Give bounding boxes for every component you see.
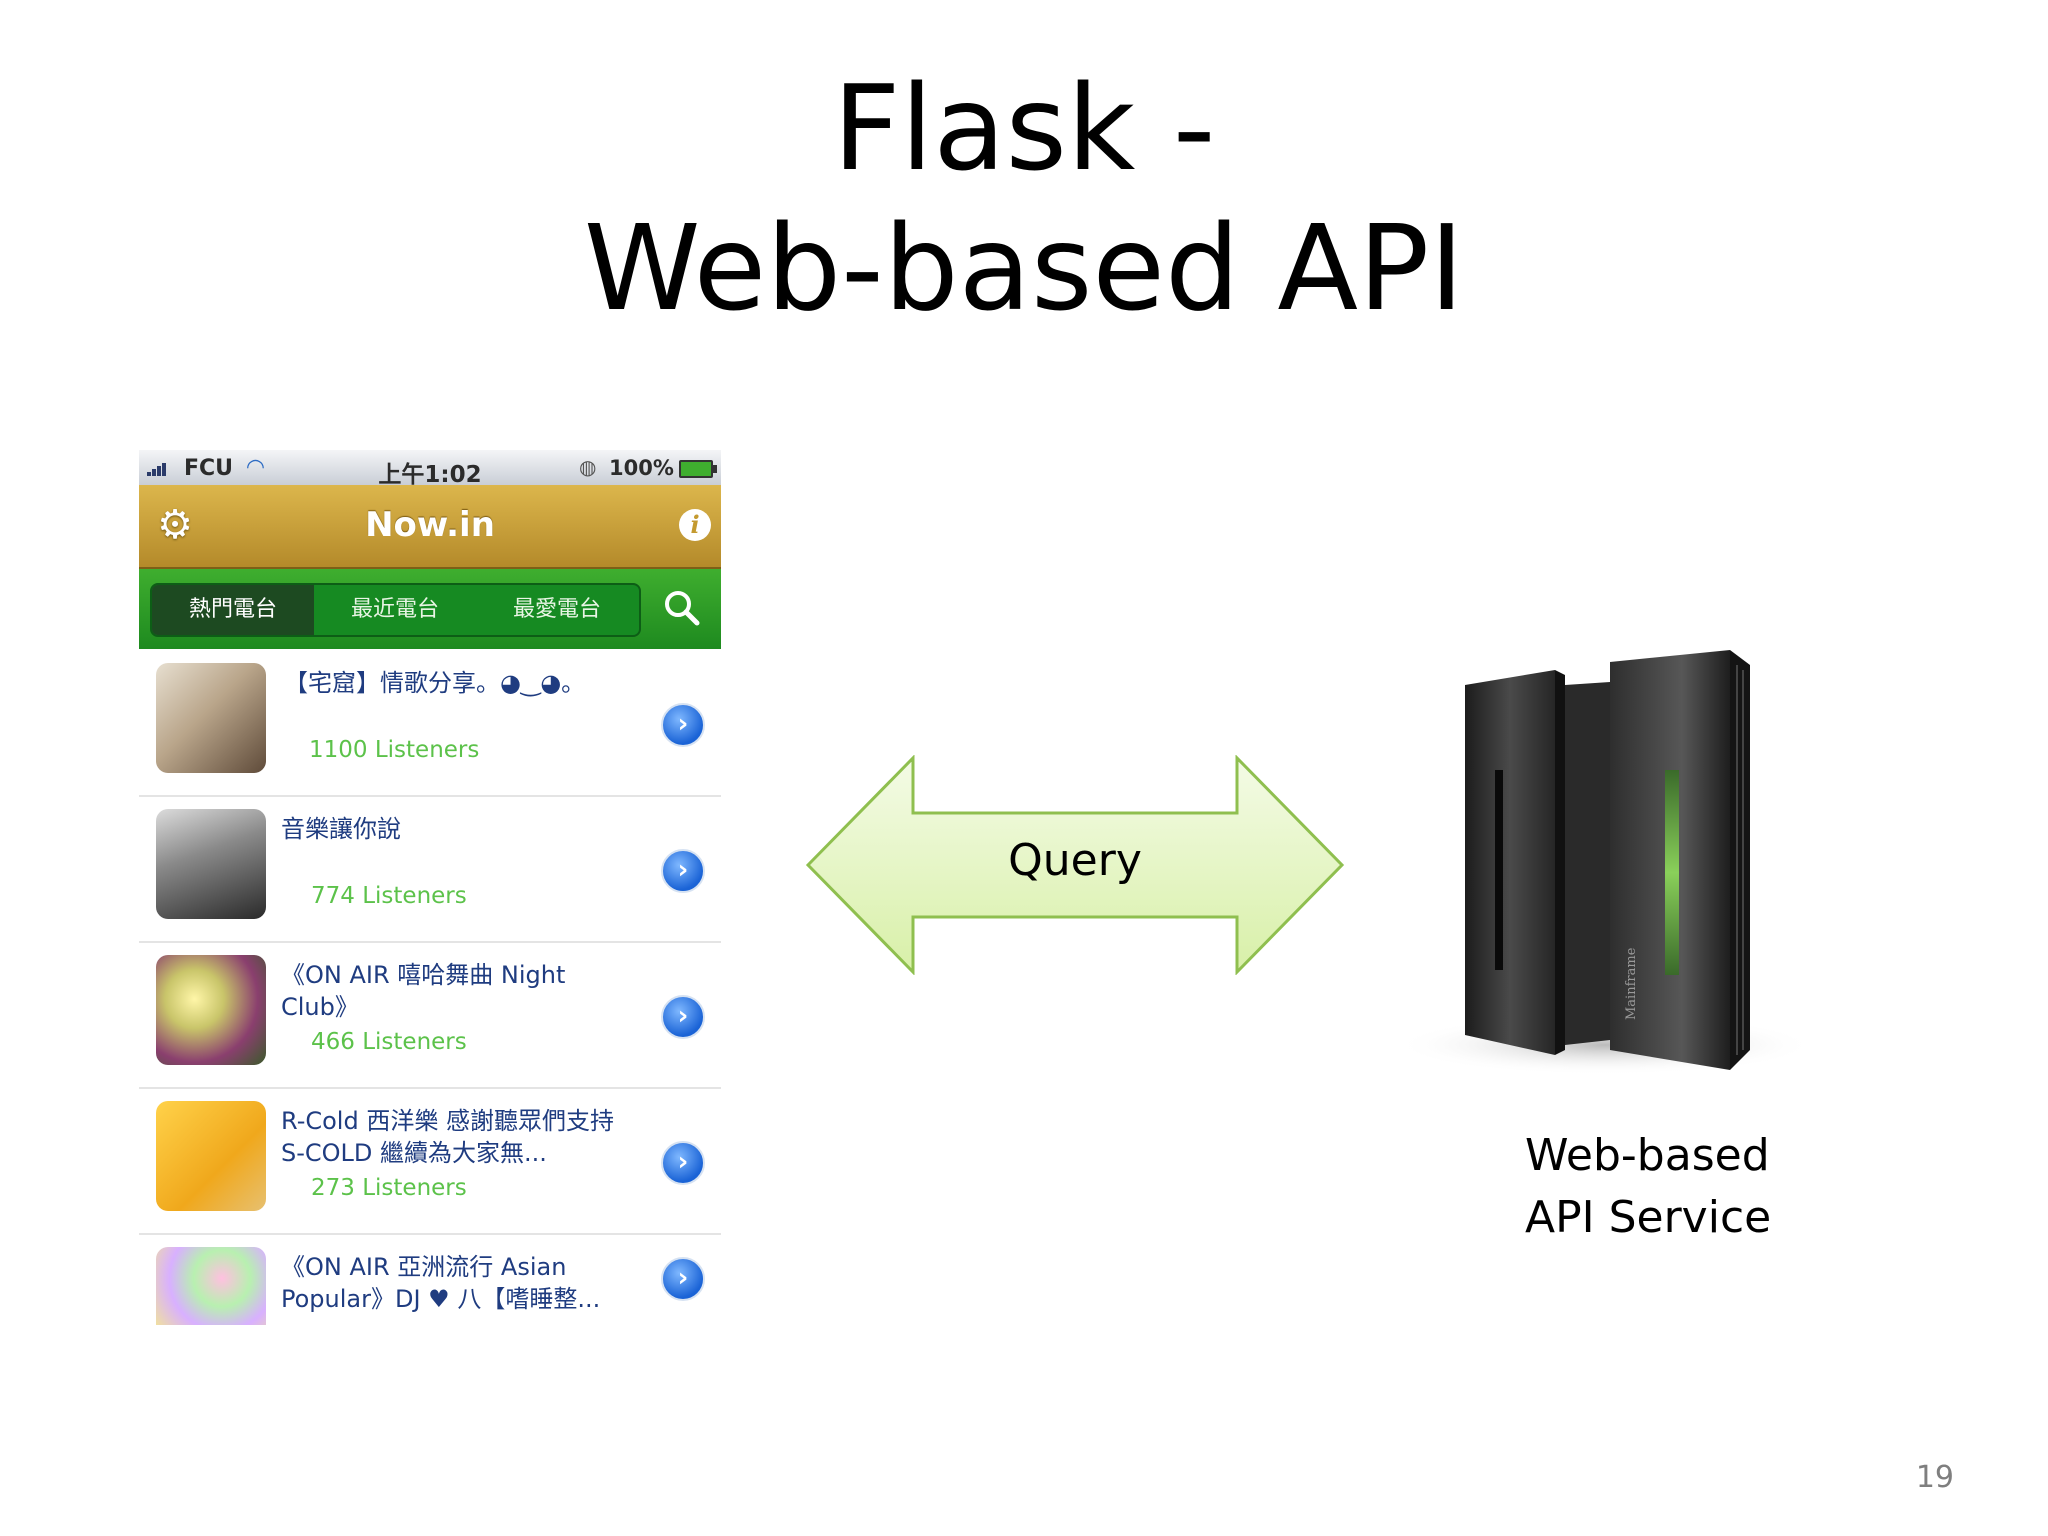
phone-screenshot: FCU ◠ 上午1:02 ◍ 100% ⚙ Now.in i 熱門電台 最近電台… [139,450,721,1325]
double-arrow [805,755,1345,975]
list-item[interactable]: 【宅窟】情歌分享。◕‿◕。 1100 Listeners › [139,651,721,797]
app-title: Now.in [365,505,495,545]
station-title: 音樂讓你說 [281,815,401,843]
carrier-name: FCU [184,456,234,481]
alarm-icon: ◍ [579,455,597,479]
segmented-control: 熱門電台 最近電台 最愛電台 [150,583,641,637]
station-thumbnail [156,663,266,773]
list-item[interactable]: 《ON AIR 嘻哈舞曲 Night Club》 466 Listeners › [139,943,721,1089]
info-icon[interactable]: i [679,509,711,541]
query-label: Query [1008,835,1142,886]
server-caption-line-2: API Service [1525,1192,1772,1243]
station-thumbnail [156,809,266,919]
list-item[interactable]: 《ON AIR 亞洲流行 Asian Popular》DJ ♥ 八【嗜睡整...… [139,1235,721,1325]
status-time: 上午1:02 [378,462,482,488]
disclosure-icon[interactable]: › [661,703,705,747]
title-line-2: Web-based API [583,199,1465,337]
page-number: 19 [1915,1460,1954,1495]
list-item[interactable]: R-Cold 西洋樂 感謝聽眾們支持 S-COLD 繼續為大家無... 273 … [139,1089,721,1235]
signal-icon [147,462,173,476]
disclosure-icon[interactable]: › [661,995,705,1039]
battery-percent: 100% [609,456,674,480]
station-title: 【宅窟】情歌分享。◕‿◕。 [284,669,586,697]
tab-favorites[interactable]: 最愛電台 [512,597,601,622]
station-thumbnail [156,1247,266,1325]
listener-count: 273 Listeners [311,1175,467,1201]
station-title: 《ON AIR 亞洲流行 Asian Popular》DJ ♥ 八【嗜睡整... [281,1253,601,1313]
disclosure-icon[interactable]: › [661,849,705,893]
title-line-1: Flask - [832,59,1216,197]
disclosure-icon[interactable]: › [661,1257,705,1301]
status-bar: FCU ◠ 上午1:02 ◍ 100% [139,450,721,488]
server-caption: Web-based API Service [1525,1125,1771,1249]
station-thumbnail [156,1101,266,1211]
slide-title: Flask - Web-based API [0,58,2048,338]
tab-bar: 熱門電台 最近電台 最愛電台 [139,569,721,649]
server-brand-label: Mainframe [1624,947,1639,1020]
station-thumbnail [156,955,266,1065]
list-item[interactable]: 音樂讓你說 774 Listeners › [139,797,721,943]
listener-count: 774 Listeners [311,883,467,909]
wifi-icon: ◠ [247,455,264,480]
battery-icon [679,460,717,478]
station-title: R-Cold 西洋樂 感謝聽眾們支持 S-COLD 繼續為大家無... [281,1107,614,1167]
search-icon[interactable] [661,587,701,627]
listener-count: 1100 Listeners [309,737,480,763]
server-icon: Mainframe [1395,650,1805,1075]
disclosure-icon[interactable]: › [661,1141,705,1185]
station-title: 《ON AIR 嘻哈舞曲 Night Club》 [281,961,566,1021]
server-caption-line-1: Web-based [1525,1130,1770,1181]
app-nav-bar: ⚙ Now.in i [139,485,721,569]
gear-icon[interactable]: ⚙ [157,502,193,548]
listener-count: 466 Listeners [311,1029,467,1055]
tab-recent[interactable]: 最近電台 [350,597,439,622]
tab-popular[interactable]: 熱門電台 [152,585,314,635]
